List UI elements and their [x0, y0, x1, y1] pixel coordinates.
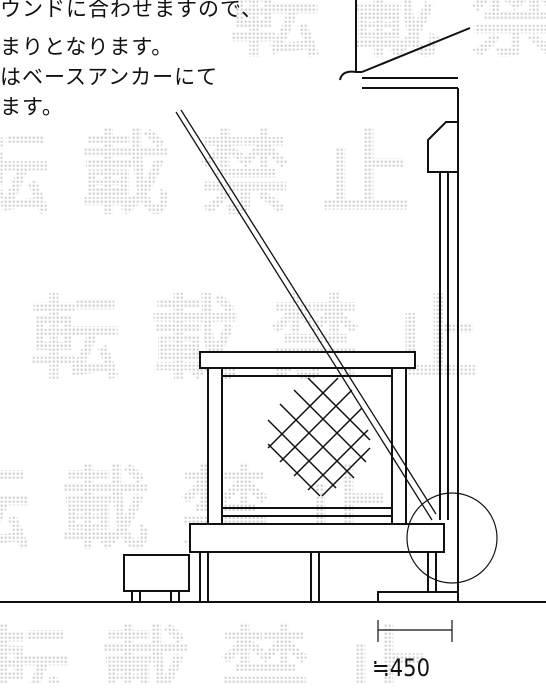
- right-post: [339, 0, 471, 603]
- dimension-marks: [377, 620, 453, 642]
- watermark-row-5: 転載禁止: [0, 617, 460, 684]
- watermark-row-1: 転載禁止: [230, 0, 546, 70]
- step-box: [123, 554, 190, 602]
- platform-deck: [189, 523, 445, 602]
- mesh-hatch: [267, 377, 371, 497]
- dimension-label: ≒450: [372, 654, 431, 682]
- drawing-lines: [0, 0, 546, 642]
- note-line-4: ます。: [0, 95, 64, 119]
- note-line-2: まりとなります。: [0, 35, 174, 59]
- diagonal-brace: [175, 109, 437, 521]
- detail-circle: [406, 492, 498, 584]
- note-line-3: はベースアンカーにて: [0, 65, 219, 89]
- note-line-1: ウンドに合わせますので、: [0, 0, 264, 21]
- table-frame: [199, 351, 416, 525]
- watermark-row-2: 転載禁止: [0, 122, 440, 227]
